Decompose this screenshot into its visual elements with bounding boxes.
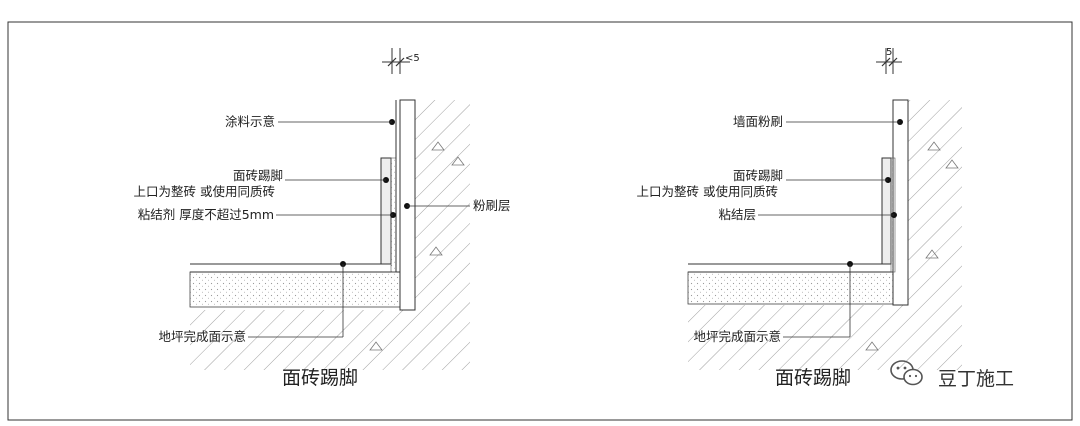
right-label-tile-skirting: 面砖踢脚 — [733, 168, 783, 183]
left-label-adhesive: 粘结剂 厚度不超过5mm — [138, 207, 274, 222]
left-label-coating: 涂料示意 — [225, 114, 275, 129]
wechat-icon — [890, 360, 923, 386]
left-wall-hatch — [190, 100, 470, 370]
watermark-text: 豆丁施工 — [938, 368, 1014, 390]
left-floor-screed — [189, 271, 401, 308]
right-tile-skirting — [881, 157, 892, 265]
right-title: 面砖踢脚 — [775, 367, 851, 389]
right-label-bond-layer: 粘结层 — [718, 207, 756, 222]
right-detail: 5 墙面粉刷 面砖踢脚 上口为整砖 或使用同质砖 粘结层 地坪完成面示意 面砖踢… — [637, 47, 962, 389]
right-floor-screed — [687, 271, 894, 305]
left-label-tile-skirting: 面砖踢脚 — [233, 168, 283, 183]
left-detail: <5 涂料示意 面砖踢脚 上口为整砖 或使用同质砖 粘结剂 厚度不超过5mm 粉… — [134, 48, 511, 389]
right-label-top-edge: 上口为整砖 或使用同质砖 — [637, 184, 778, 199]
left-title: 面砖踢脚 — [282, 367, 358, 389]
left-label-plaster: 粉刷层 — [473, 198, 511, 213]
right-wall-hatch — [688, 100, 962, 370]
left-label-floor: 地坪完成面示意 — [158, 329, 246, 344]
watermark: 豆丁施工 — [890, 360, 1014, 390]
left-label-top-edge: 上口为整砖 或使用同质砖 — [134, 184, 275, 199]
left-dim-label: <5 — [405, 53, 420, 64]
right-dim-label: 5 — [886, 47, 892, 58]
drawing-frame — [7, 21, 1073, 421]
right-label-wall-paint: 墙面粉刷 — [733, 114, 783, 129]
left-tile-skirting — [380, 157, 392, 265]
right-label-floor: 地坪完成面示意 — [693, 329, 781, 344]
